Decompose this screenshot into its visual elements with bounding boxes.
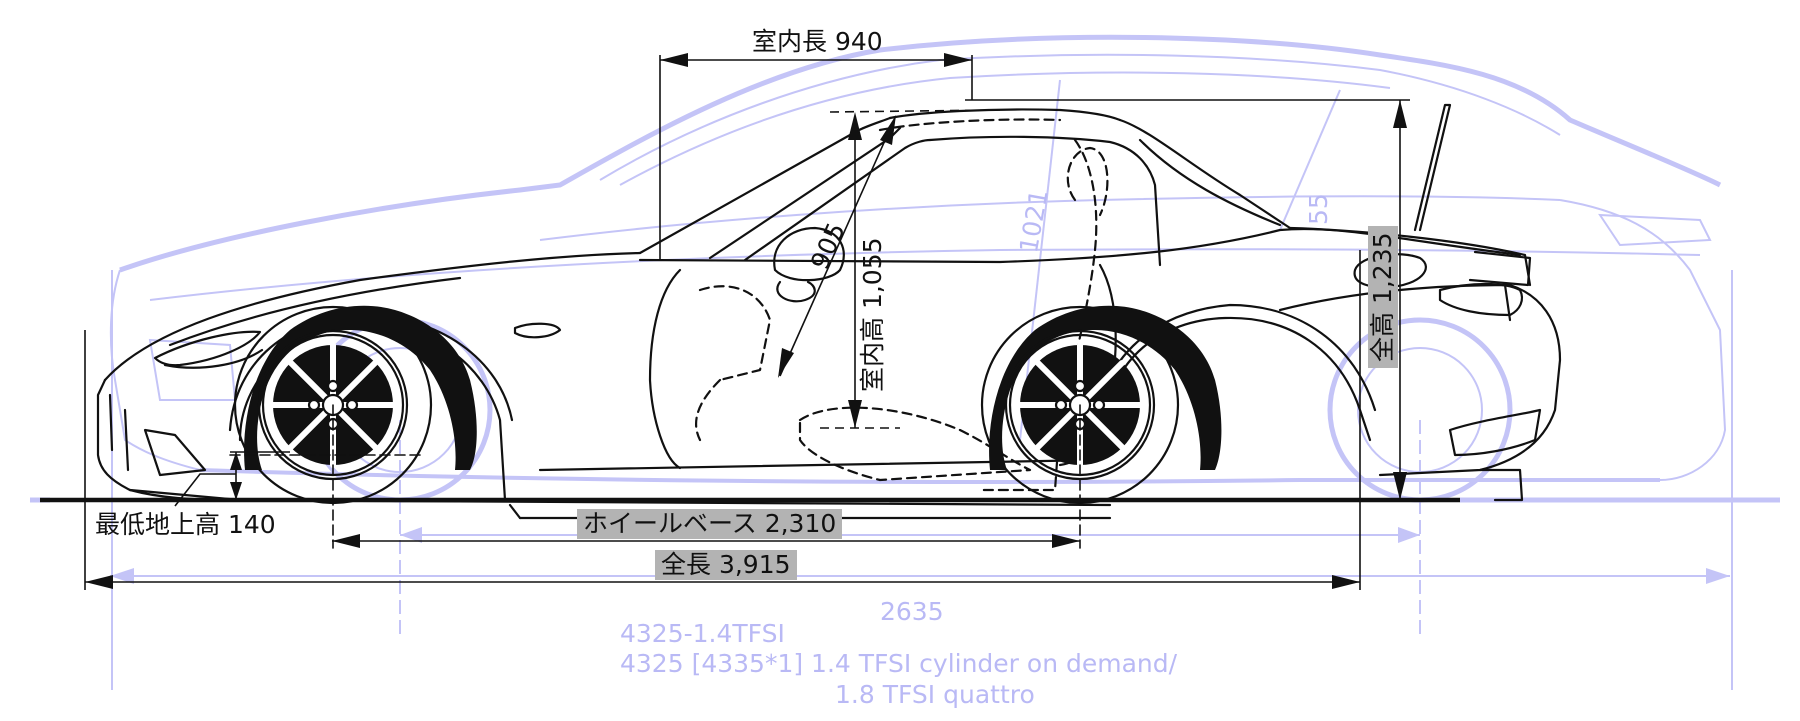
rear-rim	[1004, 329, 1156, 481]
arrowhead	[944, 53, 972, 67]
arrowhead	[332, 534, 360, 548]
arrowhead	[778, 348, 794, 378]
overall-length-label: 全長 3,915	[655, 550, 797, 580]
seat-diagonal-line	[779, 117, 896, 377]
hood-crease	[168, 276, 462, 347]
fender-vent	[513, 322, 562, 339]
wheelbase-label: ホイールベース 2,310	[577, 509, 843, 539]
overall-height-label: 全高 1,235	[1368, 226, 1398, 368]
front-bumper	[96, 378, 242, 502]
door-front-edge	[648, 268, 682, 470]
ground-clearance-label: 最低地上高 140	[95, 510, 276, 539]
rear-window	[1138, 138, 1282, 227]
rear-deck	[1288, 226, 1532, 287]
ghost-wheelbase-label: 2635	[880, 597, 944, 626]
front-rim	[257, 329, 409, 481]
arrowhead	[1393, 100, 1407, 128]
arrowhead	[1052, 534, 1080, 548]
arrowhead	[848, 400, 862, 428]
ghost-front-end	[109, 269, 201, 471]
arrowhead	[1332, 575, 1360, 589]
arrowhead	[848, 112, 862, 140]
front-intake	[143, 428, 207, 477]
hood-line	[103, 251, 642, 382]
ghost-angle-line	[1279, 89, 1341, 231]
arrowhead	[880, 115, 896, 145]
arrowhead	[660, 53, 688, 67]
rear-spoiler	[1468, 250, 1532, 287]
ghost-label-line-3: 1.8 TFSI quattro	[835, 680, 1035, 709]
rear-tire-shadow	[989, 305, 1222, 470]
ghost-rear-end	[1559, 199, 1727, 481]
roof-outer	[888, 108, 1122, 122]
belt-line	[638, 227, 1522, 264]
arrowhead	[85, 575, 113, 589]
antenna	[1413, 103, 1452, 232]
interior-height-label: 室内高 1,055	[858, 237, 887, 392]
rear-arch-lip	[1098, 303, 1377, 412]
arrowhead	[230, 482, 242, 500]
knee-line	[695, 378, 722, 442]
ghost-label-line-1: 4325-1.4TFSI	[620, 619, 785, 648]
steering	[698, 285, 772, 382]
tail-lamp	[1438, 282, 1524, 317]
arrowhead	[1393, 472, 1407, 500]
roof-inner	[928, 135, 1162, 267]
ghost-rear-lamp	[1598, 213, 1712, 247]
ghost-roof-line	[119, 34, 1722, 273]
headrest	[1066, 146, 1109, 217]
rear-diffuser	[1478, 468, 1524, 502]
rear-bumper	[1448, 408, 1542, 457]
front-tire-shadow	[244, 305, 477, 470]
interior-length-label: 室内長 940	[752, 27, 883, 56]
sill-bottom	[508, 503, 522, 520]
side-mirror	[773, 226, 845, 282]
ghost-label-line-2: 4325 [4335*1] 1.4 TFSI cylinder on deman…	[620, 649, 1178, 678]
roof-rear	[1118, 118, 1292, 230]
rocker-line	[538, 458, 1102, 472]
arrowhead	[230, 452, 242, 470]
ghost-roof-inner-2	[619, 71, 1391, 186]
ghost-roof-inner	[599, 53, 1561, 181]
ghost-window-line	[539, 195, 1561, 241]
a-pillar	[743, 138, 932, 262]
